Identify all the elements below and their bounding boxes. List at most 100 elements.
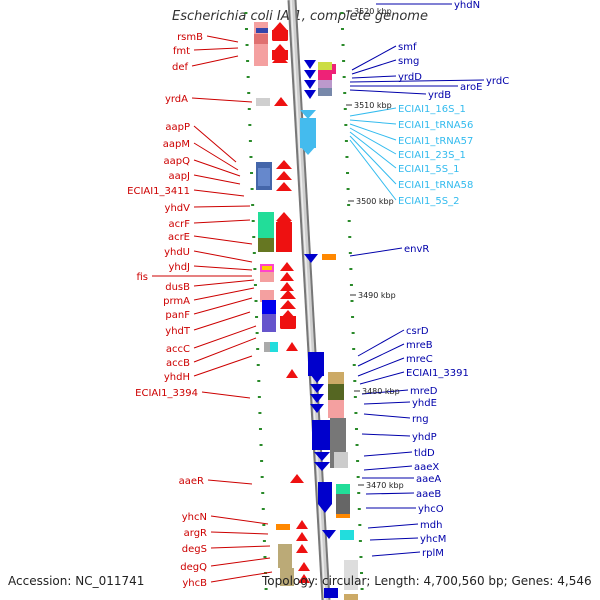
leader-line bbox=[193, 287, 255, 301]
scale-label: 3490 kbp bbox=[358, 291, 396, 300]
gene-arrow-down bbox=[310, 394, 324, 403]
tick-dot bbox=[342, 76, 346, 78]
right-gene-label: yrdB bbox=[428, 90, 451, 101]
gene-arrow-up bbox=[276, 182, 292, 191]
tick-dot bbox=[250, 188, 254, 190]
tick-dot bbox=[356, 476, 360, 478]
gene-box bbox=[262, 300, 276, 314]
leader-line bbox=[349, 119, 397, 125]
right-gene-label: mdh bbox=[420, 520, 442, 531]
leader-line bbox=[367, 523, 419, 529]
tick-dot bbox=[352, 364, 356, 366]
left-gene-label: aaeR bbox=[179, 476, 204, 487]
right-gene-label: yhcM bbox=[420, 534, 446, 545]
gene-box bbox=[256, 28, 268, 33]
tick-dot bbox=[342, 60, 346, 62]
left-gene-label: rsmB bbox=[177, 32, 203, 43]
tick-dot bbox=[257, 396, 261, 398]
tick-dot bbox=[349, 284, 353, 286]
left-gene-label: yhdT bbox=[165, 326, 191, 337]
right-gene-label: yhcO bbox=[418, 504, 444, 515]
gene-box bbox=[272, 50, 288, 60]
tick-dot bbox=[349, 268, 353, 270]
tick-dot bbox=[253, 284, 257, 286]
right-gene-label: mreC bbox=[406, 354, 433, 365]
tick-dot bbox=[248, 140, 252, 142]
gene-box bbox=[340, 530, 354, 540]
leader-line bbox=[206, 35, 239, 43]
rna-gene-label: ECIAI1_tRNA57 bbox=[398, 136, 473, 147]
gene-box bbox=[336, 484, 350, 494]
gene-arrow-down bbox=[304, 90, 316, 99]
right-gene-label: mreD bbox=[410, 386, 438, 397]
scale-label: 3500 kbp bbox=[356, 197, 394, 206]
leader-line bbox=[371, 551, 421, 557]
tick-dot bbox=[346, 188, 350, 190]
gene-box bbox=[272, 30, 288, 40]
tick-dot bbox=[359, 556, 363, 558]
tick-dot bbox=[346, 172, 350, 174]
leader-line bbox=[349, 79, 485, 83]
left-gene-label: dusB bbox=[165, 282, 190, 293]
map-title: Escherichia coli IAI1, complete genome bbox=[172, 9, 428, 24]
leader-line bbox=[349, 247, 403, 257]
right-gene-label: mreB bbox=[406, 340, 433, 351]
tick-dot bbox=[354, 428, 358, 430]
leader-line bbox=[193, 337, 257, 363]
tick-dot bbox=[256, 348, 260, 350]
right-gene-label: smf bbox=[398, 42, 417, 53]
leader-line bbox=[349, 139, 397, 201]
tick-dot bbox=[258, 412, 262, 414]
right-gene-label: smg bbox=[398, 56, 419, 67]
right-gene-label: aroE bbox=[460, 82, 482, 93]
leader-line bbox=[363, 465, 413, 471]
tick-dot bbox=[255, 316, 259, 318]
gene-box bbox=[280, 568, 294, 586]
tick-dot bbox=[341, 44, 345, 46]
gene-arrow-down bbox=[310, 404, 324, 413]
gene-labels: rsmBfmtdefyrdAaapPaapMaapQaapJECIAI1_341… bbox=[127, 0, 509, 589]
gene-box bbox=[276, 524, 290, 530]
gene-box bbox=[254, 34, 268, 44]
leader-line bbox=[193, 325, 257, 349]
leader-line bbox=[193, 47, 239, 51]
leader-line bbox=[210, 515, 269, 525]
leader-line bbox=[201, 391, 251, 399]
left-gene-label: aapQ bbox=[164, 156, 191, 167]
leader-line bbox=[193, 279, 255, 287]
gene-box bbox=[318, 70, 332, 80]
left-gene-label: prmA bbox=[163, 296, 190, 307]
gene-box bbox=[260, 272, 274, 282]
tick-dot bbox=[351, 332, 355, 334]
left-gene-label: ECIAI1_3394 bbox=[135, 388, 198, 399]
leader-line bbox=[210, 545, 271, 549]
gene-box bbox=[260, 290, 274, 302]
tick-dot bbox=[344, 140, 348, 142]
gene-arrow-up bbox=[286, 342, 298, 351]
tick-dot bbox=[244, 28, 248, 30]
tick-dot bbox=[344, 124, 348, 126]
leader-line bbox=[361, 433, 411, 437]
gene-box bbox=[328, 400, 344, 418]
leader-line bbox=[363, 451, 413, 457]
left-gene-label: accB bbox=[166, 358, 190, 369]
leader-line bbox=[193, 235, 253, 245]
right-gene-label: aaeB bbox=[416, 489, 441, 500]
gene-arrow-down bbox=[304, 254, 318, 263]
leader-line bbox=[351, 59, 397, 75]
right-gene-label: rplM bbox=[422, 548, 444, 559]
tick-dot bbox=[262, 524, 266, 526]
gene-box bbox=[300, 118, 316, 148]
leader-line bbox=[193, 174, 241, 185]
leader-line bbox=[210, 557, 271, 567]
left-gene-label: degS bbox=[182, 544, 207, 555]
tick-dot bbox=[351, 316, 355, 318]
gene-arrow-up bbox=[298, 574, 310, 583]
tick-dot bbox=[256, 364, 260, 366]
right-gene-label: envR bbox=[404, 244, 429, 255]
leader-line bbox=[193, 311, 251, 331]
rna-gene-label: ECIAI1_5S_2 bbox=[398, 196, 459, 207]
leader-line bbox=[361, 389, 409, 395]
gene-arrow-up bbox=[290, 474, 304, 483]
